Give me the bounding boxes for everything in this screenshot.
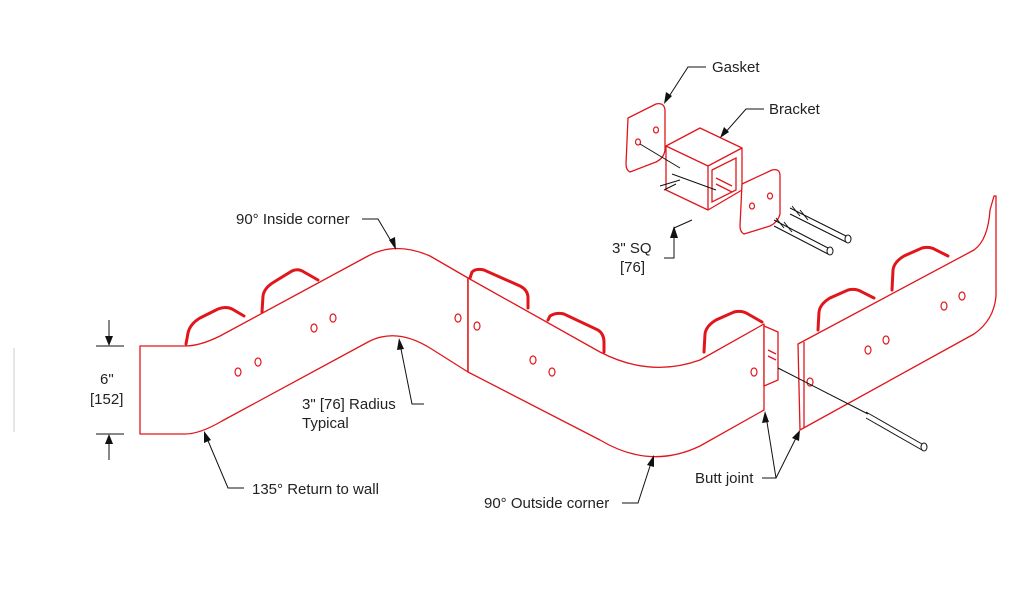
screw xyxy=(789,205,852,244)
outside-corner-leader xyxy=(622,459,653,504)
label-radius: 3" [76] Radius xyxy=(302,396,396,413)
centerline xyxy=(671,173,717,191)
gasket-hole xyxy=(766,192,774,200)
mounting-hole xyxy=(750,367,758,377)
bracket-opening xyxy=(711,156,737,204)
label-sq-size: 3" SQ xyxy=(612,240,652,257)
label-butt-joint: Butt joint xyxy=(695,470,754,487)
mounting-hole xyxy=(234,367,242,377)
bracket-slot xyxy=(767,349,777,355)
mounting-hole xyxy=(310,323,318,333)
butt-joint-leader xyxy=(762,415,799,479)
flange xyxy=(816,287,876,332)
label-inside-corner: 90° Inside corner xyxy=(236,211,350,228)
gasket-hole xyxy=(652,126,660,134)
flange xyxy=(702,309,764,354)
label-height: 6" xyxy=(100,371,114,388)
mounting-hole xyxy=(529,355,537,365)
cover-body-return xyxy=(797,195,997,431)
bracket xyxy=(665,127,743,211)
bracket-slot xyxy=(715,183,733,193)
cover-section-middle xyxy=(467,267,779,458)
bracket-leader xyxy=(723,108,764,135)
mounting-hole xyxy=(882,335,890,345)
gasket xyxy=(625,102,666,173)
joint-bracket xyxy=(763,325,779,387)
return-leader xyxy=(205,435,244,489)
sq-leader xyxy=(664,219,693,259)
gasket xyxy=(739,168,781,235)
label-return-to-wall: 135° Return to wall xyxy=(252,481,379,498)
gasket-leader xyxy=(667,66,706,99)
gasket-hole xyxy=(634,138,642,146)
label-gasket: Gasket xyxy=(712,59,760,76)
bracket-slot xyxy=(767,355,777,361)
gasket-hole xyxy=(748,202,756,210)
mounting-hole xyxy=(864,345,872,355)
screw xyxy=(773,217,834,256)
bracket-exploded-assembly xyxy=(625,102,852,256)
label-outside-corner: 90° Outside corner xyxy=(484,495,609,512)
centerline xyxy=(639,143,681,169)
cover-body-outside-corner xyxy=(467,277,765,458)
screw xyxy=(865,411,928,452)
flange xyxy=(184,306,246,346)
bracket-edge xyxy=(665,145,743,210)
mounting-hole xyxy=(454,313,462,323)
mounting-hole xyxy=(940,301,948,311)
mounting-hole xyxy=(958,291,966,301)
annotations xyxy=(96,66,800,504)
mounting-hole xyxy=(548,367,556,377)
centerline xyxy=(659,179,681,187)
label-radius-typical: Typical xyxy=(302,415,349,432)
mounting-hole xyxy=(473,321,481,331)
inside-corner-leader xyxy=(362,218,395,247)
mounting-hole xyxy=(329,313,337,323)
flange xyxy=(260,268,320,314)
bracket-slot xyxy=(715,177,733,187)
label-bracket: Bracket xyxy=(769,101,821,118)
radius-leader xyxy=(399,343,424,405)
flange xyxy=(546,311,606,354)
label-height-metric: [152] xyxy=(90,391,123,408)
flange xyxy=(468,267,530,310)
mounting-hole xyxy=(254,357,262,367)
label-sq-metric: [76] xyxy=(620,259,645,276)
flange xyxy=(890,245,950,292)
screw-centerline xyxy=(777,367,869,415)
cover-section-right xyxy=(777,195,997,452)
